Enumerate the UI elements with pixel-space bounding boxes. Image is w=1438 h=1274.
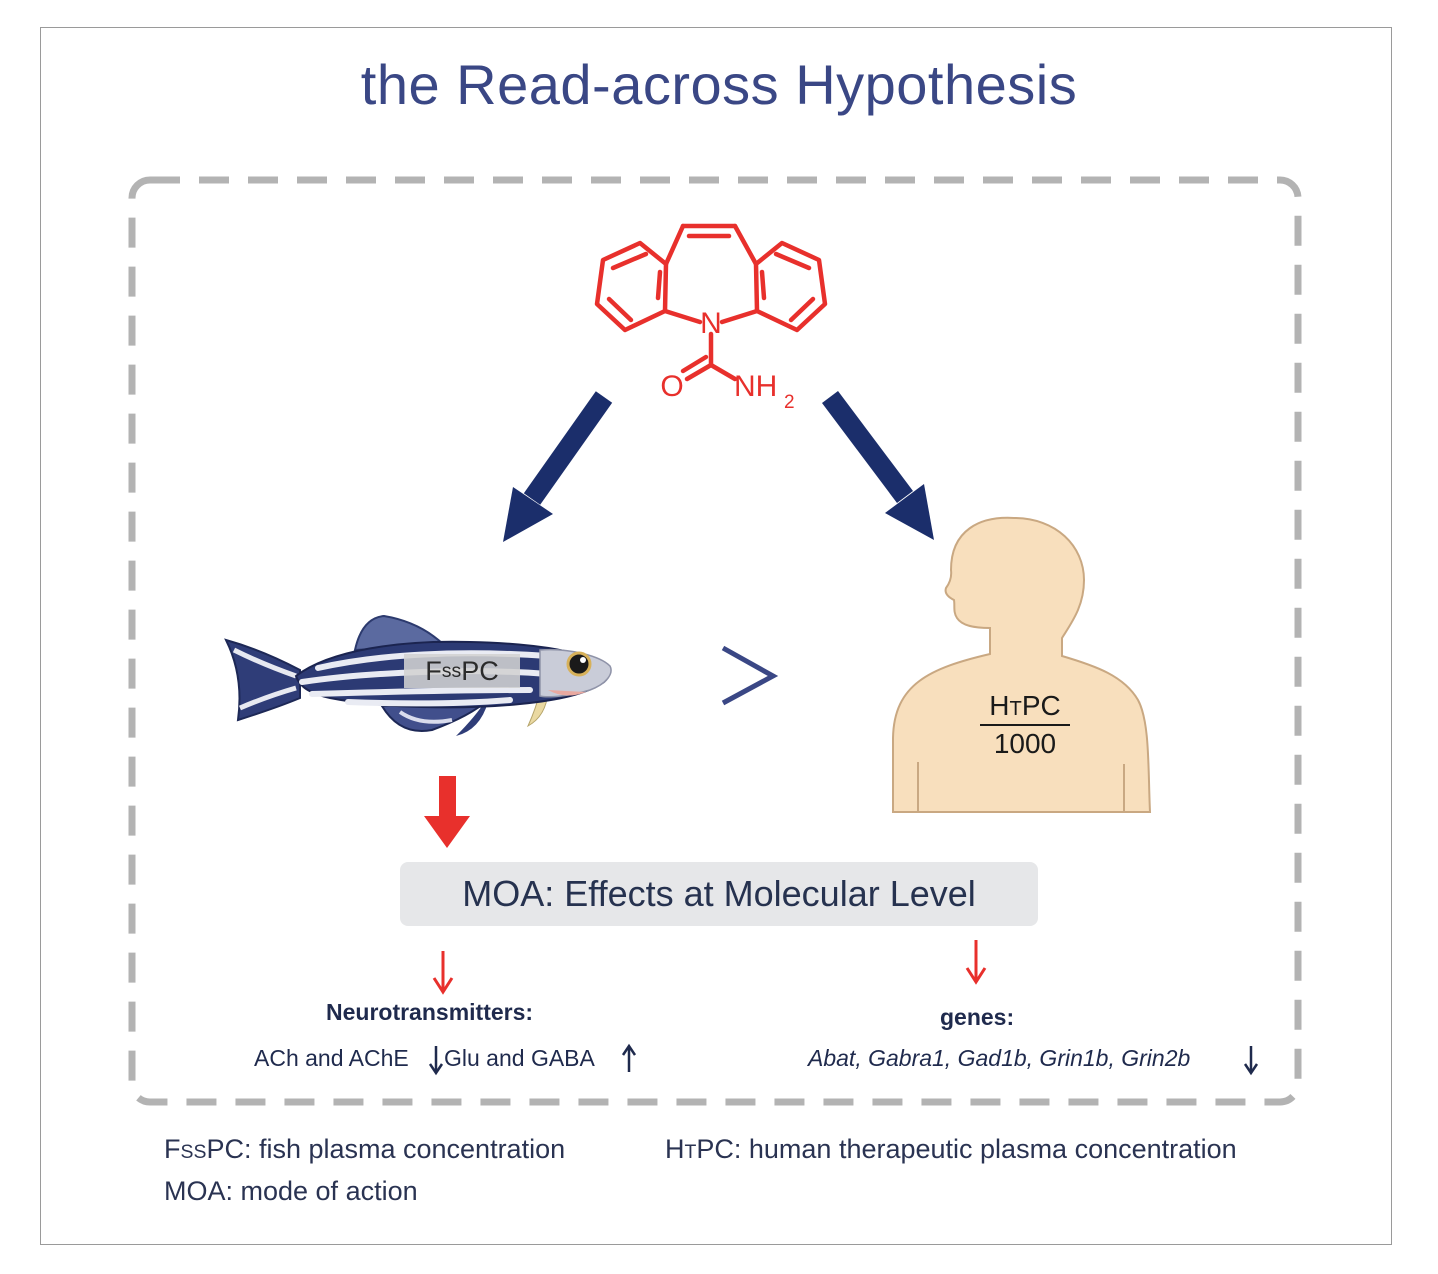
fsspc-prefix: F: [425, 655, 442, 686]
arrow-to-human: [822, 391, 934, 540]
right-benzene-ring: [753, 240, 828, 333]
fsspc-sub: ss: [441, 659, 462, 682]
legend-htpc: HTPC: human therapeutic plasma concentra…: [665, 1134, 1237, 1164]
greater-than-symbol: [721, 645, 779, 706]
legend-moa: MOA: mode of action: [164, 1176, 418, 1206]
htpc-fraction: HTPC 1000: [980, 690, 1070, 760]
atom-nh-label: NH: [734, 370, 777, 403]
htpc-numerator: HTPC: [980, 690, 1070, 726]
genes-down-arrow-icon: [1243, 1046, 1259, 1076]
diagram-title: the Read-across Hypothesis: [360, 53, 1078, 116]
atom-n-label: N: [700, 307, 722, 340]
figure-frame: [40, 27, 1392, 1245]
left-benzene-ring: [594, 240, 669, 333]
human-silhouette: [892, 516, 1152, 813]
gaba-up-arrow-icon: [621, 1043, 637, 1072]
red-down-arrow-large: [424, 776, 470, 848]
red-down-arrow-left: [432, 951, 454, 995]
glu-gaba-text: Glu and GABA: [444, 1045, 595, 1071]
dashed-frame: [128, 176, 1302, 1106]
ach-down-arrow-icon: [428, 1046, 444, 1076]
carbamazepine-structure: [594, 223, 828, 382]
genes-list: Abat, Gabra1, Gad1b, Grin1b, Grin2b: [808, 1045, 1191, 1071]
atom-o-label: O: [660, 370, 683, 403]
atom-nh-subscript: 2: [784, 392, 795, 413]
red-down-arrow-right: [965, 940, 987, 985]
neurotransmitters-heading: Neurotransmitters:: [326, 999, 534, 1025]
htpc-denominator: 1000: [993, 728, 1057, 759]
moa-effects-box: MOA: Effects at Molecular Level: [400, 862, 1038, 926]
ach-ache-text: ACh and AChE: [254, 1045, 409, 1071]
legend-fsspc: FSSPC: fish plasma concentration: [164, 1134, 566, 1164]
fsspc-suffix: PC: [461, 655, 499, 686]
arrow-to-fish: [503, 391, 613, 542]
genes-heading: genes:: [940, 1004, 1015, 1030]
